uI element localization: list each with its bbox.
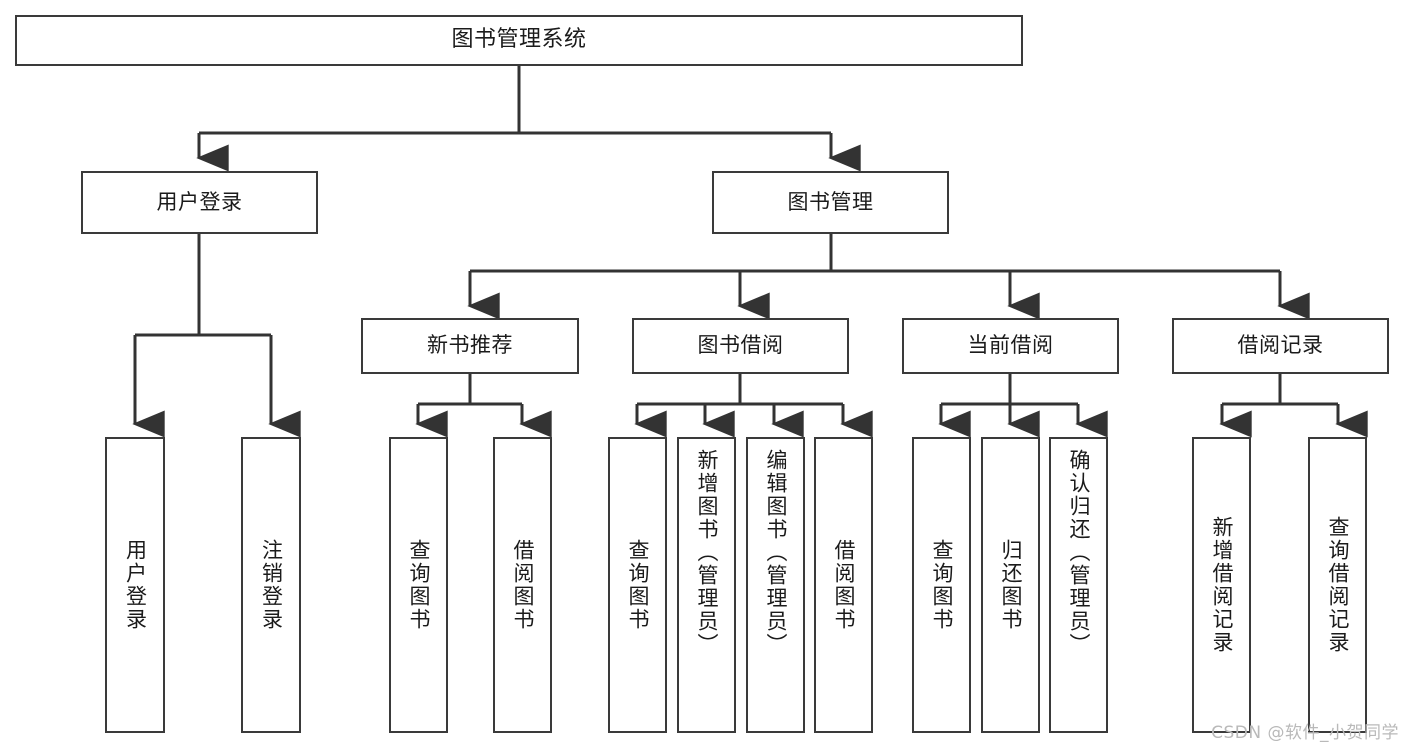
leaf-recommend-query-book-label: 查询图书 xyxy=(407,539,431,631)
node-book-manage-label: 图书管理 xyxy=(787,189,874,214)
leaf-current-query-book-label: 查询图书 xyxy=(930,539,954,631)
node-root[interactable]: 图书管理系统 xyxy=(15,15,1023,66)
leaf-current-confirm-return[interactable]: 确认归还（管理员） xyxy=(1049,437,1108,733)
leaf-record-add-label: 新增借阅记录 xyxy=(1210,516,1234,654)
leaf-current-confirm-return-label: 确认归还（管理员） xyxy=(1067,449,1091,656)
leaf-borrow-lend-book-label: 借阅图书 xyxy=(832,539,856,631)
leaf-borrow-lend-book[interactable]: 借阅图书 xyxy=(814,437,873,733)
leaf-record-search[interactable]: 查询借阅记录 xyxy=(1308,437,1367,733)
node-current-borrow[interactable]: 当前借阅 xyxy=(902,318,1119,374)
leaf-user-logout[interactable]: 注销登录 xyxy=(241,437,301,733)
node-user-login[interactable]: 用户登录 xyxy=(81,171,318,234)
node-user-login-label: 用户登录 xyxy=(156,189,243,214)
node-book-manage[interactable]: 图书管理 xyxy=(712,171,949,234)
node-borrow-record[interactable]: 借阅记录 xyxy=(1172,318,1389,374)
leaf-recommend-query-book[interactable]: 查询图书 xyxy=(389,437,448,733)
leaf-current-query-book[interactable]: 查询图书 xyxy=(912,437,971,733)
leaf-borrow-query-book-label: 查询图书 xyxy=(626,539,650,631)
node-root-label: 图书管理系统 xyxy=(451,27,587,53)
leaf-user-login[interactable]: 用户登录 xyxy=(105,437,165,733)
leaf-record-add[interactable]: 新增借阅记录 xyxy=(1192,437,1251,733)
node-book-borrow-label: 图书借阅 xyxy=(697,333,784,358)
leaf-user-login-label: 用户登录 xyxy=(123,539,148,631)
node-current-borrow-label: 当前借阅 xyxy=(967,333,1054,358)
leaf-borrow-add-book[interactable]: 新增图书（管理员） xyxy=(677,437,736,733)
leaf-borrow-edit-book[interactable]: 编辑图书（管理员） xyxy=(746,437,805,733)
leaf-recommend-borrow-book-label: 借阅图书 xyxy=(511,539,535,631)
leaf-current-return-book-label: 归还图书 xyxy=(999,539,1023,631)
node-book-borrow[interactable]: 图书借阅 xyxy=(632,318,849,374)
leaf-recommend-borrow-book[interactable]: 借阅图书 xyxy=(493,437,552,733)
node-new-book-recommend-label: 新书推荐 xyxy=(427,333,513,358)
leaf-borrow-edit-book-label: 编辑图书（管理员） xyxy=(764,449,788,656)
leaf-record-search-label: 查询借阅记录 xyxy=(1326,516,1350,654)
leaf-current-return-book[interactable]: 归还图书 xyxy=(981,437,1040,733)
node-borrow-record-label: 借阅记录 xyxy=(1237,333,1324,358)
leaf-borrow-query-book[interactable]: 查询图书 xyxy=(608,437,667,733)
leaf-user-logout-label: 注销登录 xyxy=(259,539,284,631)
leaf-borrow-add-book-label: 新增图书（管理员） xyxy=(695,449,719,656)
node-new-book-recommend[interactable]: 新书推荐 xyxy=(361,318,579,374)
